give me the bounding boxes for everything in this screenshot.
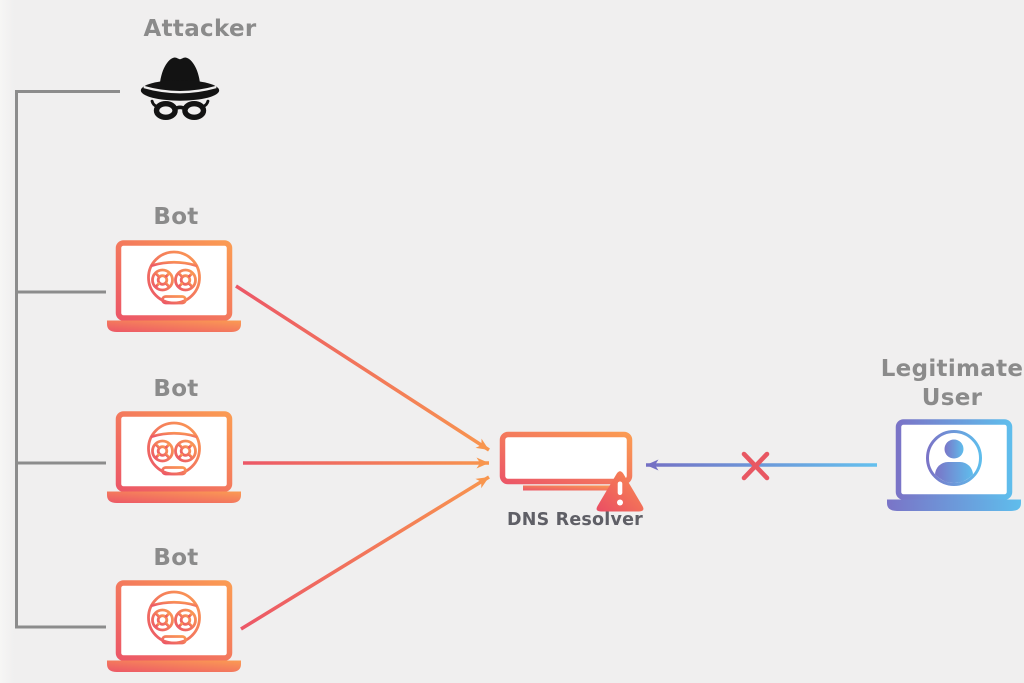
dns-resolver-label: DNS Resolver [507,510,643,530]
legitimate-user-label-line1: Legitimate [880,356,1024,382]
bot-laptop-icon [105,240,243,332]
bot2-label: Bot [153,376,199,402]
legitimate-user-label-line2: User [921,385,983,411]
spy-incognito-icon [140,57,220,121]
attack-arrow-bot1 [235,284,490,452]
bot-laptop-icon [105,580,243,672]
user-laptop-icon [885,419,1023,511]
bot-laptop-icon [105,411,243,503]
legitimate-user-label: Legitimate User [872,355,1024,413]
botnet-control-lines [15,90,120,629]
attack-arrow-bot3 [240,475,490,631]
attacker-label: Attacker [143,16,257,42]
bot1-label: Bot [153,204,199,230]
bot3-label: Bot [153,545,199,571]
dns-server-icon [499,431,633,491]
warning-triangle-icon [596,471,644,512]
x-blocked-icon [741,451,770,481]
